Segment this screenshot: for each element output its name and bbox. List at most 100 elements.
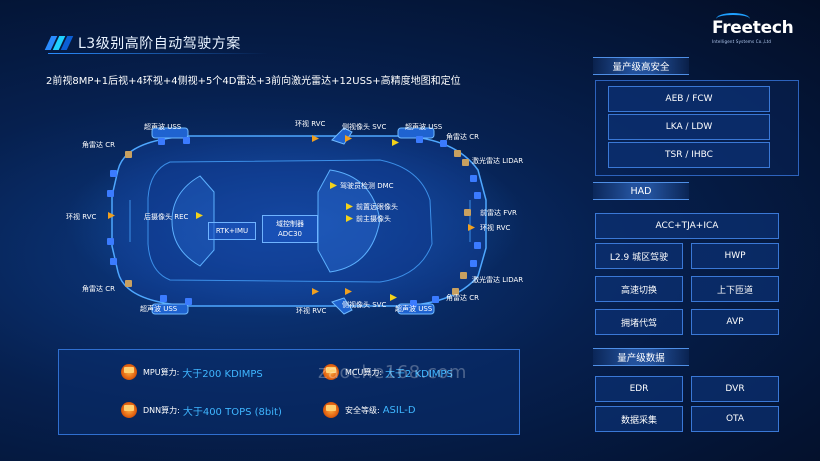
logo-subtext: Intelligent Systems Co.,Ltd — [712, 39, 772, 44]
corner-radar-icon — [125, 151, 132, 158]
rear-camera-icon — [196, 212, 203, 219]
safety-value: ASIL-D — [382, 404, 416, 416]
svc-camera-icon — [390, 294, 397, 301]
mcu-key: MCU算力: — [345, 367, 383, 377]
feature-lka-ldw: LKA / LDW — [608, 114, 770, 140]
safety-shield-icon — [323, 402, 339, 418]
feature-edr: EDR — [595, 376, 683, 402]
mpu-chip-icon — [121, 364, 137, 380]
section-heading-had: HAD — [593, 182, 689, 200]
label-uss-bottom-right: 超声波 USS — [395, 305, 433, 313]
compute-panel: MPU算力: 大于200 KDIMPS DNN算力: 大于400 TOPS (8… — [58, 349, 520, 435]
wheel-rear-bottom — [151, 303, 189, 315]
rvc-camera-icon — [468, 224, 475, 231]
uss-sensor-icon — [107, 190, 114, 197]
uss-sensor-icon — [416, 136, 423, 143]
title-underline — [48, 53, 268, 54]
label-rvc-left: 环视 RVC — [66, 213, 97, 221]
car-rear-window — [171, 175, 215, 267]
label-front-far-cam: 前置远眼像头 — [356, 203, 398, 211]
page-title: L3级别高阶自动驾驶方案 — [78, 36, 241, 52]
svc-camera-icon — [345, 135, 352, 142]
front-main-camera-icon — [346, 215, 353, 222]
car-windshield — [317, 169, 381, 273]
dnn-key: DNN算力: — [143, 405, 180, 415]
rvc-camera-icon — [312, 135, 319, 142]
mcu-chip-icon — [323, 364, 339, 380]
lidar-icon — [460, 272, 467, 279]
car-body-line — [129, 200, 471, 242]
uss-sensor-icon — [440, 140, 447, 147]
uss-sensor-icon — [160, 295, 167, 302]
corner-radar-icon — [452, 288, 459, 295]
label-front-radar: 前雷达 FVR — [480, 209, 517, 217]
dmc-camera-icon — [330, 182, 337, 189]
mirror-top — [331, 127, 353, 145]
watermark: zaoche168.com — [318, 362, 467, 383]
mcu-value: 大于2 KDIMPS — [385, 368, 453, 380]
freetech-logo: Freetech Intelligent Systems Co.,Ltd — [712, 13, 796, 46]
feature-aeb-fcw: AEB / FCW — [608, 86, 770, 112]
uss-sensor-icon — [183, 137, 190, 144]
svc-camera-icon — [345, 288, 352, 295]
svc-camera-icon — [392, 139, 399, 146]
label-corner-radar-br: 角雷达 CR — [446, 294, 479, 302]
dnn-chip-icon — [121, 402, 137, 418]
adc-model: ADC30 — [278, 230, 302, 238]
lidar-icon — [462, 159, 469, 166]
feature-dvr: DVR — [691, 376, 779, 402]
mpu-value: 大于200 KDIMPS — [182, 368, 263, 380]
rvc-camera-icon — [312, 288, 319, 295]
mpu-key: MPU算力: — [143, 367, 180, 377]
dnn-row: DNN算力: 大于400 TOPS (8bit) — [121, 402, 282, 418]
uss-sensor-icon — [107, 238, 114, 245]
sensor-summary: 2前视8MP+1后视+4环视+4侧视+5个4D雷达+3前向激光雷达+12USS+… — [46, 76, 461, 87]
title-bar: L3级别高阶自动驾驶方案 — [44, 33, 241, 53]
label-corner-radar-tr: 角雷达 CR — [446, 133, 479, 141]
label-uss-top-left: 超声波 USS — [144, 123, 182, 131]
label-lidar-top: 激光雷达 LIDAR — [472, 157, 524, 165]
rvc-camera-icon — [108, 212, 115, 219]
safety-row: 安全等级: ASIL-D — [323, 402, 416, 418]
uss-sensor-icon — [474, 242, 481, 249]
label-corner-radar-bl: 角雷达 CR — [82, 285, 115, 293]
feature-traffic-jam-pilot: 拥堵代驾 — [595, 309, 683, 335]
feature-ramp: 上下匝道 — [691, 276, 779, 302]
feature-acc-tja-ica: ACC+TJA+ICA — [595, 213, 779, 239]
label-front-main-cam: 前主摄像头 — [356, 215, 391, 223]
label-rvc-right: 环视 RVC — [480, 224, 511, 232]
feature-tsr-ihbc: TSR / IHBC — [608, 142, 770, 168]
uss-sensor-icon — [432, 296, 439, 303]
rtk-imu-box: RTK+IMU — [208, 222, 256, 240]
wheel-rear-top — [151, 127, 189, 139]
uss-sensor-icon — [185, 298, 192, 305]
mirror-bottom — [331, 297, 353, 315]
label-dmc: 驾驶员检测 DMC — [340, 182, 394, 190]
safety-key: 安全等级: — [345, 405, 380, 415]
uss-sensor-icon — [410, 300, 417, 307]
label-svc-top: 侧视像头 SVC — [342, 123, 387, 131]
front-far-camera-icon — [346, 203, 353, 210]
uss-sensor-icon — [110, 170, 117, 177]
corner-radar-icon — [125, 280, 132, 287]
label-rvc-bottom: 环视 RVC — [296, 307, 327, 315]
label-svc-bottom: 侧视像头 SVC — [342, 301, 387, 309]
uss-sensor-icon — [110, 258, 117, 265]
label-corner-radar-tl: 角雷达 CR — [82, 141, 115, 149]
uss-sensor-icon — [470, 175, 477, 182]
uss-sensor-icon — [474, 192, 481, 199]
uss-sensor-icon — [470, 260, 477, 267]
feature-avp: AVP — [691, 309, 779, 335]
label-uss-top-right: 超声波 USS — [405, 123, 443, 131]
adc-label: 域控制器 — [276, 220, 304, 228]
mpu-row: MPU算力: 大于200 KDIMPS — [121, 364, 263, 380]
corner-radar-icon — [454, 150, 461, 157]
feature-l29-city: L2.9 城区驾驶 — [595, 243, 683, 269]
feature-ota: OTA — [691, 406, 779, 432]
front-radar-icon — [464, 209, 471, 216]
label-rear-cam: 后摄像头 REC — [144, 213, 189, 221]
feature-highway-switch: 高速切换 — [595, 276, 683, 302]
section-heading-safety: 量产级高安全 — [593, 57, 689, 75]
label-uss-bottom-left: 超声波 USS — [140, 305, 178, 313]
adc-controller-box: 域控制器 ADC30 — [262, 215, 318, 243]
